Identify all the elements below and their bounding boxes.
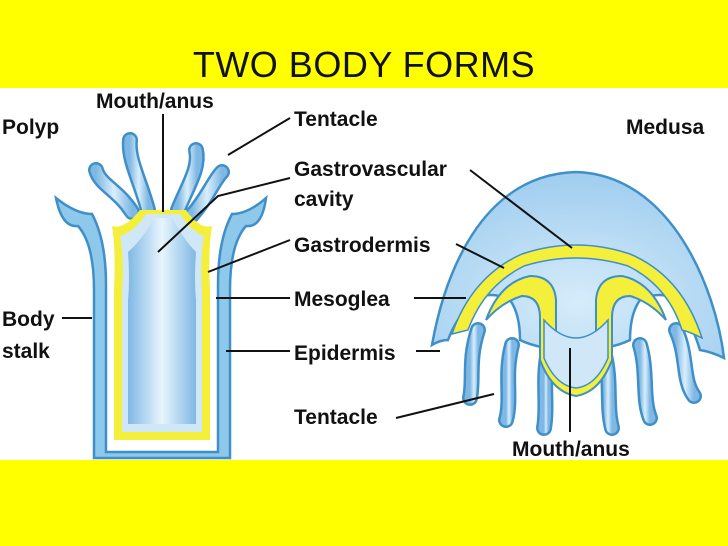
body-stalk-label-line2: stalk [2, 340, 50, 363]
gastrovascular-label-line1: Gastrovascular [294, 158, 447, 181]
medusa-body [430, 170, 726, 436]
body-stalk-label-line1: Body [2, 308, 55, 331]
mesoglea-label: Mesoglea [294, 288, 390, 311]
leader-gastrodermis-medusa [455, 243, 505, 269]
mouth-anus-label-top: Mouth/anus [96, 90, 214, 113]
medusa-label: Medusa [626, 116, 705, 139]
polyp-tentacles [88, 132, 230, 223]
leader-tentacle-bottom [395, 393, 495, 419]
figure-panel: Polyp Medusa Mouth/anus Tentacle Gastrov… [0, 88, 728, 460]
polyp-label: Polyp [2, 116, 59, 139]
leader-gastro-medusa [469, 169, 573, 249]
gastrovascular-label-line2: cavity [294, 188, 354, 211]
gastrodermis-label: Gastrodermis [294, 234, 431, 257]
medusa-mesoglea [450, 244, 704, 340]
polyp-body [54, 132, 268, 460]
tentacle-label-bottom: Tentacle [294, 406, 378, 429]
body-forms-diagram: Polyp Medusa Mouth/anus Tentacle Gastrov… [2, 90, 726, 460]
polyp-cavity [128, 218, 196, 424]
leader-gastrodermis-polyp [207, 239, 291, 273]
mouth-anus-label-bottom: Mouth/anus [512, 438, 630, 460]
slide-title: TWO BODY FORMS [192, 44, 536, 85]
tentacle-label-top: Tentacle [294, 108, 378, 131]
leader-gastro-polyp [157, 177, 291, 253]
leader-lines [62, 114, 573, 432]
leader-tentacle-top [227, 117, 291, 156]
epidermis-label: Epidermis [294, 342, 396, 365]
